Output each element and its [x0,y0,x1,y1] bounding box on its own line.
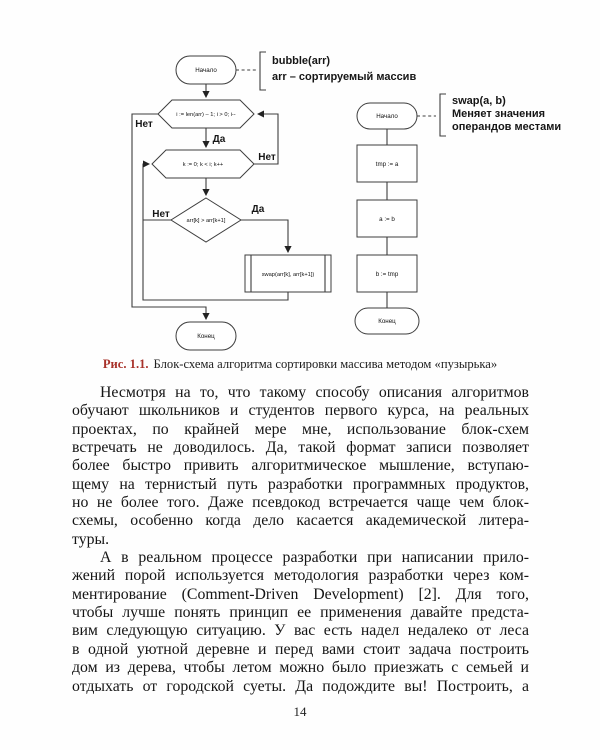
figure-caption-number: Рис. 1.1. [102,357,149,371]
connector-cond-yes [241,219,292,254]
text-line: жений порой используется методология раз… [72,567,529,585]
start-terminal-label: Начало [195,67,217,74]
yes-label: Да [252,204,265,215]
text-line: встречать не доводилось. Да, такой форма… [72,439,529,457]
end-terminal-label: Конец [197,333,215,340]
step-label: tmp := a [376,161,399,168]
swap-process-label: swap(arr[k], arr[k+1]) [262,272,315,278]
text-line: Несмотря на то, что такому способу описа… [100,384,529,401]
text-line: отдыхать от городской суеты. Да подождит… [72,677,529,695]
annotation-bracket [259,51,266,91]
figure-caption-text: Блок-схема алгоритма сортировки массива … [153,357,498,371]
no-label: Нет [258,152,276,163]
text-line: в одной уютной деревне и перед вами стои… [72,640,529,658]
step-box [356,199,418,238]
text-line: обучают школьников и студентов первого к… [72,402,529,420]
annotation-line: swap(a, b) [452,95,506,107]
annotation-bracket [439,93,446,137]
annotation-line: arr – сортируемый массив [272,71,416,83]
connector-loop-return [142,160,289,301]
text-line: туры. [72,530,110,548]
swap-process-box [244,254,332,293]
end-terminal-label: Конец [378,318,396,325]
text-line: ментирование (Comment-Driven Development… [72,585,529,603]
connector-inner-no [254,110,279,165]
text-line: чтобы лучше понять принцип ее применения… [72,604,529,622]
step-label: a := b [379,216,395,223]
no-label: Нет [152,209,170,220]
step-label: b := tmp [376,271,399,278]
no-label: Нет [135,119,153,130]
yes-label: Да [213,134,226,145]
figure-caption: Рис. 1.1. Блок-схема алгоритма сортировки… [0,357,600,372]
annotation-line: операндов местами [452,121,561,133]
text-line: вим следующую ситуацию. У вас есть надел… [72,622,529,640]
step-box [356,254,418,293]
paragraph: А в реальном процессе разработки при нап… [72,549,529,696]
condition-diamond [170,197,242,243]
condition-label: arr[k] > arr[k+1] [187,218,226,224]
connector-no-exit [131,113,210,321]
annotation-line: Меняет значения [452,108,545,120]
outer-loop-hexagon [157,99,255,129]
text-line: более быстро привить алгоритмическое мыш… [72,457,529,475]
bubble-sort-flowchart: Начало bubble(arr) arr – сортируемый мас… [131,51,416,351]
text-line: дом из дерева, чтобы летом можно было пр… [72,659,529,677]
text-line: схемы, особенно когда дело касается акад… [72,512,529,530]
step-box [356,144,418,183]
inner-loop-label: k := 0; k < i; k++ [183,162,224,168]
flowchart-figure: Начало bubble(arr) arr – сортируемый мас… [131,51,561,351]
annotation-line: bubble(arr) [272,55,330,67]
text-line: но не более того. Даже псевдокод встреча… [72,494,529,512]
page-number: 14 [293,704,307,719]
swap-flowchart: Начало swap(a, b) Меняет значения операн… [354,93,561,335]
text-line: проектах, по крайней мере мне, использов… [72,420,529,438]
outer-loop-label: i := len(arr) – 1; i > 0; i-- [176,112,236,118]
end-terminal [175,321,237,351]
text-line: щему на тернистый путь разработки програ… [72,475,529,493]
start-terminal-label: Начало [376,113,398,120]
end-terminal [354,307,420,335]
text-line: А в реальном процессе разработки при нап… [100,549,529,567]
paragraph: Несмотря на то, что такому способу описа… [72,384,529,549]
body-text: Несмотря на то, что такому способу описа… [72,384,529,696]
